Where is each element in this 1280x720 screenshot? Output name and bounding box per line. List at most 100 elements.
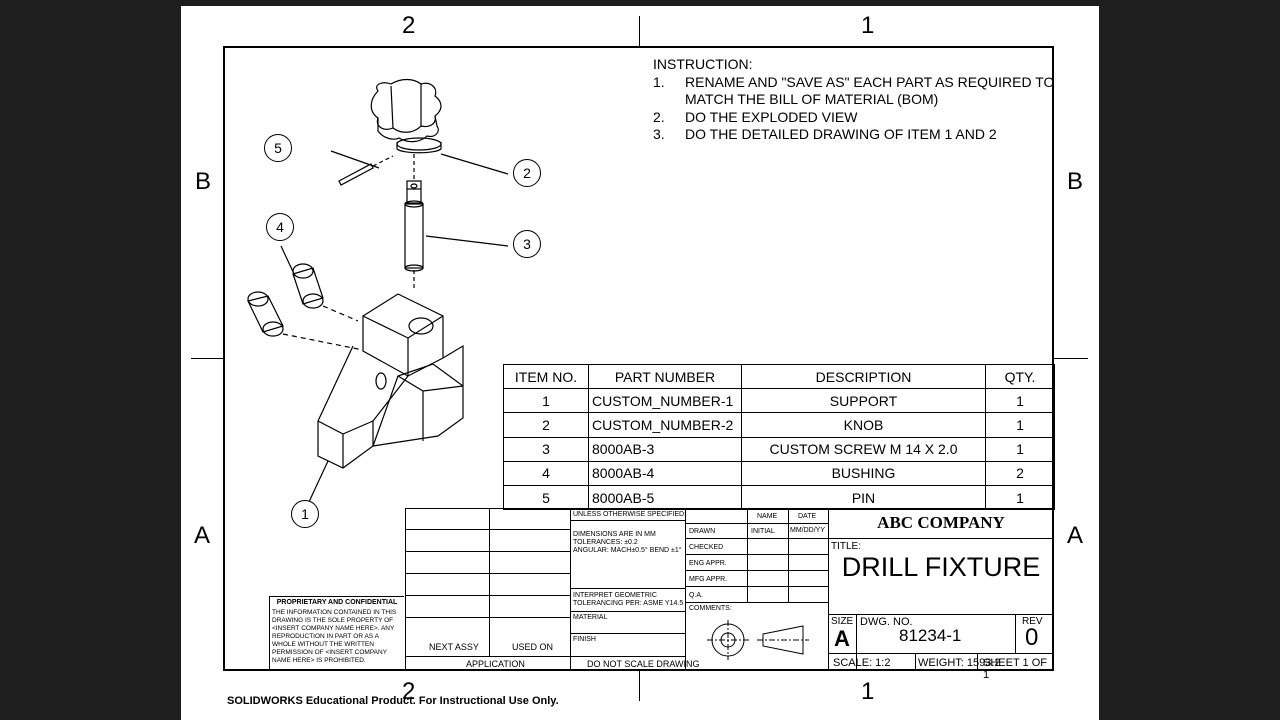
instruction-item: MATCH THE BILL OF MATERIAL (BOM) [685, 91, 939, 107]
drawn-label: DRAWN [689, 528, 716, 535]
bom-cell: CUSTOM_NUMBER-1 [588, 388, 742, 414]
bom-header: QTY. [985, 363, 1055, 390]
bom-cell: 1 [985, 412, 1055, 438]
finish-label: FINISH [573, 636, 596, 643]
bom-header: PART NUMBER [588, 363, 742, 390]
qa-label: Q.A. [689, 592, 704, 599]
application-label: APPLICATION [466, 659, 525, 669]
bom-header: ITEM NO. [503, 363, 589, 390]
eng-appr-label: ENG APPR. [689, 560, 727, 567]
proprietary-notice: PROPRIETARY AND CONFIDENTIAL THE INFORMA… [269, 596, 404, 671]
bom-cell: 5 [503, 484, 589, 511]
zone-label-bottom-2: 2 [402, 678, 416, 705]
bom-cell: 2 [985, 460, 1055, 486]
zone-label-left-a: A [194, 522, 211, 549]
do-not-scale-note: DO NOT SCALE DRAWING [587, 659, 700, 669]
angular-note: ANGULAR: MACH±0.5° BEND ±1° [573, 547, 682, 554]
sheet-value: SHEET 1 OF 1 [983, 657, 1047, 681]
bom-cell: 1 [985, 484, 1055, 511]
educational-watermark: SOLIDWORKS Educational Product. For Inst… [227, 695, 559, 707]
bushing-part-upper [292, 263, 359, 322]
bom-cell: 4 [503, 460, 589, 486]
bom-cell: KNOB [741, 412, 986, 438]
date-header: DATE [798, 513, 817, 520]
bom-cell: 8000AB-3 [588, 436, 742, 462]
proprietary-body: THE INFORMATION CONTAINED IN THIS DRAWIN… [272, 609, 397, 664]
bom-cell: 1 [503, 388, 589, 414]
interpret-note: INTERPRET GEOMETRIC [573, 592, 657, 599]
instruction-item: 1.RENAME AND "SAVE AS" EACH PART AS REQU… [653, 73, 1055, 90]
leader-line-1 [307, 460, 329, 505]
proprietary-title: PROPRIETARY AND CONFIDENTIAL [276, 599, 398, 606]
item-balloon-2: 2 [513, 159, 541, 187]
company-name: ABC COMPANY [877, 513, 1005, 532]
bushing-part-lower [247, 291, 369, 352]
initial-value: INITIAL [751, 528, 775, 535]
leader-line-4 [280, 245, 296, 277]
zone-tick [639, 671, 640, 701]
zone-tick [639, 16, 640, 46]
zone-tick [1054, 358, 1088, 359]
bom-cell: 3 [503, 436, 589, 462]
unless-specified: UNLESS OTHERWISE SPECIFIED: [573, 511, 687, 518]
item-balloon-3: 3 [513, 230, 541, 258]
drawing-border [223, 46, 1054, 671]
item-balloon-4: 4 [266, 213, 294, 241]
scale-value: SCALE: 1:2 [833, 657, 891, 669]
instruction-item: 2.DO THE EXPLODED VIEW [653, 108, 858, 125]
bom-cell: 8000AB-4 [588, 460, 742, 486]
leader-line-5 [330, 150, 380, 169]
drawing-title: DRILL FIXTURE [841, 552, 1041, 582]
dimensions-note: DIMENSIONS ARE IN MM [573, 531, 656, 538]
next-assy-label: NEXT ASSY [429, 642, 479, 652]
knob-part [370, 78, 442, 154]
material-label: MATERIAL [573, 614, 608, 621]
checked-label: CHECKED [689, 544, 724, 551]
bom-cell: 2 [503, 412, 589, 438]
zone-label-top-2: 2 [402, 12, 416, 39]
exploded-view [247, 78, 509, 505]
zone-label-right-b: B [1067, 168, 1084, 195]
bom-cell: CUSTOM_NUMBER-2 [588, 412, 742, 438]
zone-tick [191, 358, 223, 359]
leader-line-3 [425, 235, 509, 247]
bom-cell: 8000AB-5 [588, 484, 742, 511]
rev-value: 0 [1025, 624, 1039, 651]
dwg-no-label: DWG. NO. [860, 616, 913, 628]
rev-label: REV [1022, 616, 1043, 627]
name-header: NAME [757, 513, 778, 520]
weight-value: WEIGHT: 1593.2 [918, 657, 1001, 669]
bom-cell: BUSHING [741, 460, 986, 486]
title-label: TITLE: [831, 541, 862, 552]
instruction-item: 3.DO THE DETAILED DRAWING OF ITEM 1 AND … [653, 126, 997, 142]
zone-label-right-a: A [1067, 522, 1084, 549]
zone-label-bottom-1: 1 [861, 678, 875, 705]
bom-header: DESCRIPTION [741, 363, 986, 390]
used-on-label: USED ON [512, 642, 554, 652]
bom-cell: CUSTOM SCREW M 14 X 2.0 [741, 436, 986, 462]
support-part [317, 293, 464, 469]
dwg-no-value: 81234-1 [899, 626, 962, 645]
bom-cell: 1 [985, 436, 1055, 462]
bom-header-row: ITEM NO. PART NUMBER DESCRIPTION QTY. [503, 363, 1055, 390]
mfg-appr-label: MFG APPR. [689, 576, 728, 583]
size-label: SIZE [831, 616, 854, 627]
bom-cell: SUPPORT [741, 388, 986, 414]
pin-part [338, 155, 394, 186]
item-balloon-1: 1 [291, 500, 319, 528]
leader-line-2 [440, 153, 509, 175]
screw-part [404, 154, 424, 290]
bom-cell: 1 [985, 388, 1055, 414]
zone-label-left-b: B [195, 168, 212, 195]
title-block: NEXT ASSY USED ON APPLICATION UNLESS OTH… [405, 508, 1054, 681]
bom-cell: PIN [741, 484, 986, 511]
item-balloon-5: 5 [264, 134, 292, 162]
date-format: MM/DD/YY [790, 527, 825, 534]
zone-label-top-1: 1 [861, 12, 875, 39]
